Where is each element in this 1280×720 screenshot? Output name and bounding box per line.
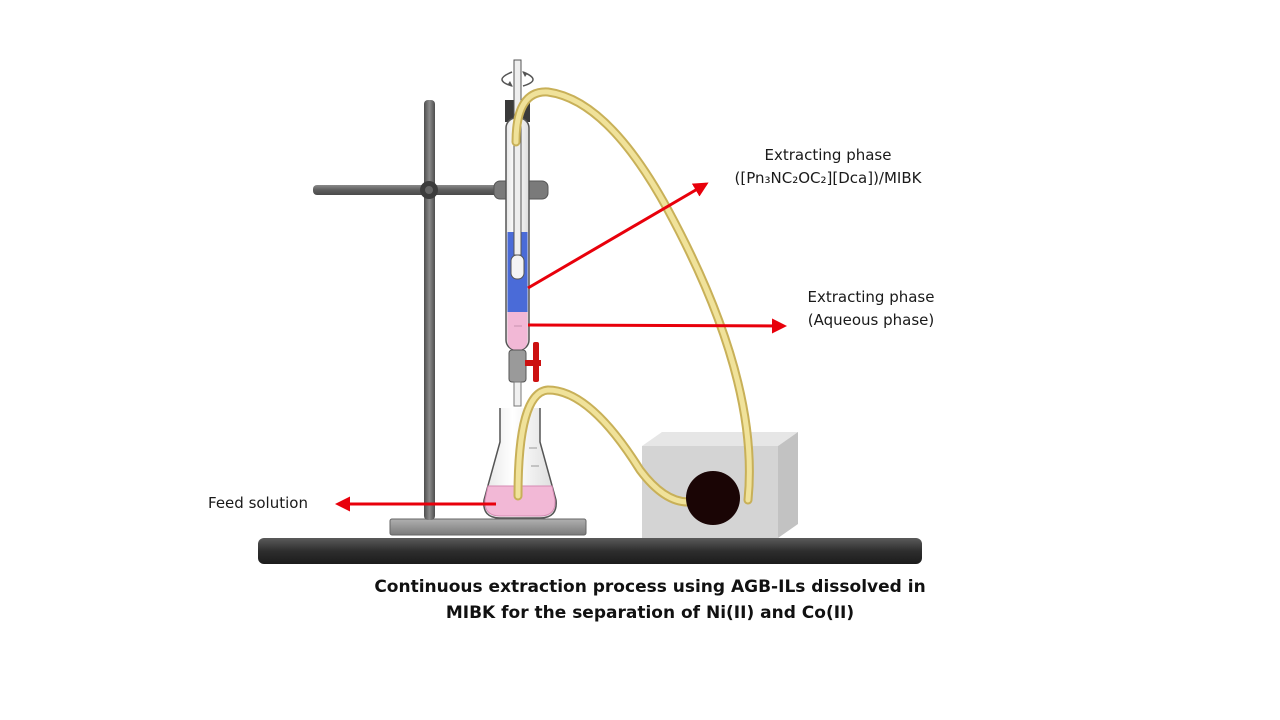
stirrer-paddle [510,254,525,280]
pump-rotor [686,471,740,525]
lab-bench [258,538,922,564]
stirring-rod [513,59,522,256]
organic-phase-label-line1: Extracting phase [764,146,892,164]
aqueous-phase-label-line2: (Aqueous phase) [807,311,935,329]
stopcock-body [508,349,527,383]
column-outlet [513,381,522,407]
stand-rod [424,100,435,520]
aqueous-phase [507,312,528,350]
rotation-arrow-icon [501,71,513,87]
feed-solution-label: Feed solution [196,492,320,515]
organic-phase-label: Extracting phase ([Pn₃NC₂OC₂][Dca])/MIBK [712,144,944,190]
figure-caption: Continuous extraction process using AGB-… [280,574,1020,626]
feed-solution-label-text: Feed solution [208,494,308,512]
stand-base [389,518,587,536]
caption-line2: MIBK for the separation of Ni(II) and Co… [445,603,855,623]
aqueous-phase-label: Extracting phase (Aqueous phase) [776,286,966,332]
aqueous-phase-label-line1: Extracting phase [807,288,935,306]
pump-box-side [778,432,798,538]
caption-line1: Continuous extraction process using AGB-… [374,577,926,597]
arrow-organic-phase [527,182,709,290]
feed-solution-liquid [484,485,556,517]
arrow-aqueous-phase [527,318,787,334]
organic-phase-label-line2: ([Pn₃NC₂OC₂][Dca])/MIBK [734,169,922,187]
pump-box-top [642,432,798,446]
